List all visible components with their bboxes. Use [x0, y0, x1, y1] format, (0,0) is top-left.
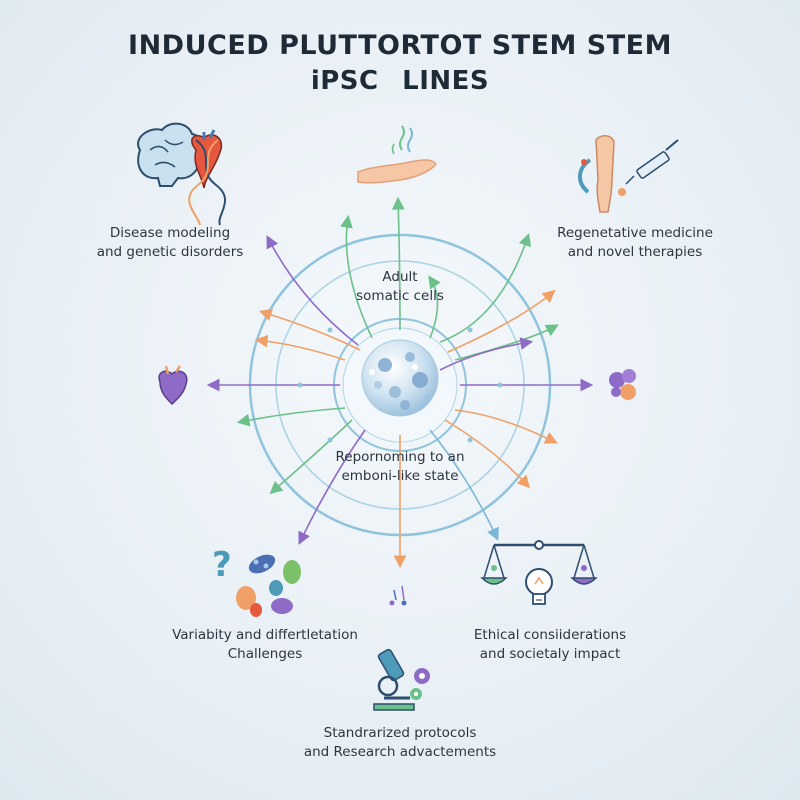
ring-dot-1	[467, 327, 473, 333]
label-ethical: Ethical consiiderations and societaly im…	[473, 627, 627, 662]
hand-icon	[357, 125, 437, 184]
arrow-2	[391, 196, 405, 331]
heart-icon	[158, 365, 188, 406]
arrow-10	[454, 409, 558, 444]
ring-dot-3	[467, 437, 473, 443]
arrow-0	[266, 235, 359, 346]
question-cells-icon: ?	[212, 545, 301, 617]
arrow-15	[298, 429, 366, 545]
microscope-gears-icon	[373, 648, 430, 711]
ring-dot-4	[297, 382, 303, 388]
arrow-17	[258, 308, 361, 351]
svg-text:?: ?	[212, 545, 232, 585]
center-bottom-label: Repornoming to an emboni-like state	[335, 449, 465, 484]
molecules-icon	[389, 585, 407, 606]
ring-dot-5	[497, 382, 503, 388]
arrow-13	[236, 407, 346, 427]
label-disease-modeling: Disease modeling and genetic disorders	[96, 225, 244, 260]
scales-lightbulb-icon	[480, 540, 598, 605]
arrow-18	[439, 337, 534, 371]
ring-dot-2	[327, 437, 333, 443]
arrow-7	[254, 334, 346, 361]
arm-syringe-icon	[578, 135, 679, 213]
arrow-12	[429, 429, 499, 541]
cells-cluster-icon	[609, 369, 636, 400]
differentiation-arrows	[206, 196, 594, 569]
arrow-6	[454, 324, 559, 361]
stem-cell-icon	[361, 339, 439, 417]
arrow-5	[447, 289, 556, 353]
center-top-label: Adult somatic cells	[356, 269, 444, 304]
page-subtitle: iPSC LINES	[310, 66, 490, 96]
brain-heart-dna-icon	[137, 122, 226, 226]
page-title: INDUCED PLUTTORTOT STEM STEM	[128, 30, 672, 61]
arrow-14	[269, 419, 353, 495]
arrow-4	[439, 232, 532, 343]
label-protocols: Standrarized protocols and Research adva…	[303, 725, 497, 760]
ring-dot-0	[327, 327, 333, 333]
arrow-11	[444, 419, 531, 489]
arrow-3	[428, 275, 441, 339]
arrow-1	[340, 214, 373, 339]
label-regenerative-medicine: Regenetative medicine and novel therapie…	[557, 225, 713, 260]
label-variability: Variabity and differtletation Challenges	[172, 627, 358, 662]
